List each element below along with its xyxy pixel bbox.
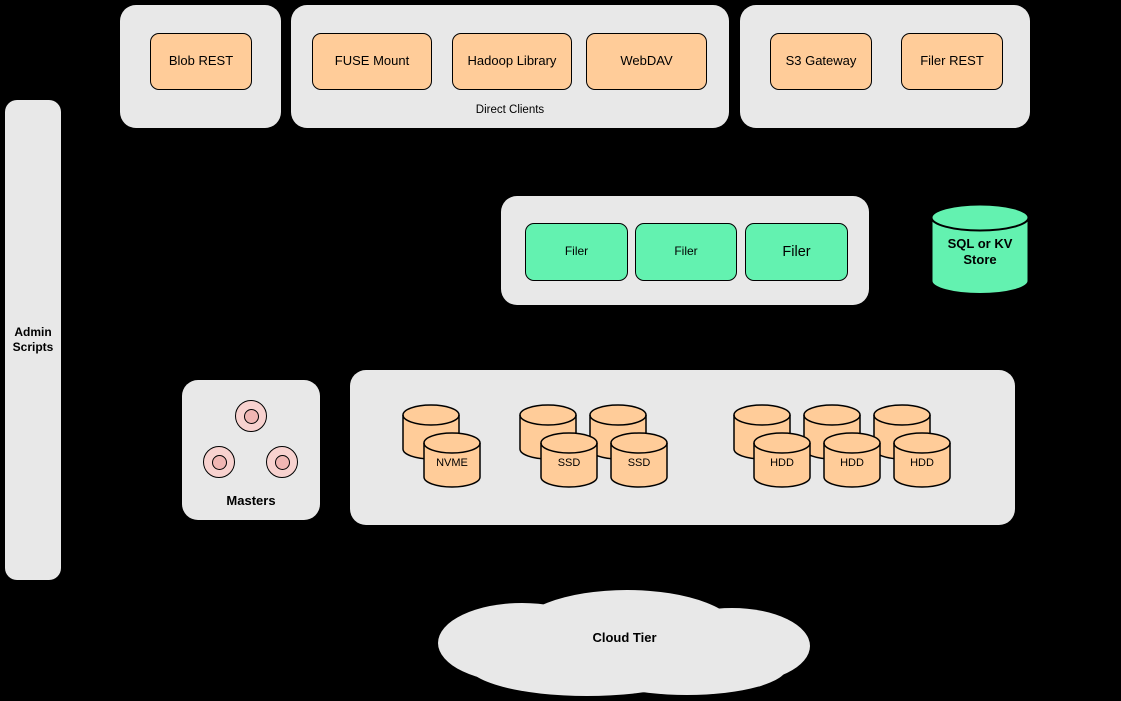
- hdd-disk-3-label: HDD: [910, 457, 934, 469]
- nvme-disk-label: NVME: [436, 457, 468, 469]
- direct-clients-caption: Direct Clients: [475, 104, 545, 116]
- cloud-tier: Cloud Tier: [437, 588, 812, 698]
- node-filer-rest-label: Filer REST: [920, 53, 984, 69]
- ssd-disk-1-label: SSD: [557, 457, 581, 469]
- cloud-tier-label: Cloud Tier: [592, 630, 657, 645]
- master-node-1: [235, 400, 267, 432]
- hdd-disk-3: HDD: [893, 432, 951, 488]
- filer-group-panel: Filer Filer Filer: [501, 196, 869, 305]
- hdd-disk-2: HDD: [823, 432, 881, 488]
- node-filer-3-label: Filer: [782, 243, 811, 260]
- node-webdav-label: WebDAV: [620, 53, 673, 69]
- node-filer-rest: Filer REST: [901, 33, 1003, 90]
- node-filer-2-label: Filer: [674, 244, 698, 259]
- node-hadoop-library-label: Hadoop Library: [467, 53, 557, 69]
- node-s3-gateway: S3 Gateway: [770, 33, 872, 90]
- node-s3-gateway-label: S3 Gateway: [785, 53, 857, 69]
- ssd-disk-2-label: SSD: [627, 457, 651, 469]
- direct-clients-panel: FUSE Mount Hadoop Library WebDAV Direct …: [291, 5, 729, 128]
- node-filer-1-label: Filer: [564, 244, 589, 259]
- blob-rest-group-panel: Blob REST: [120, 5, 281, 128]
- volume-servers-panel: NVME SSD SSD HDD: [350, 370, 1015, 525]
- gateway-panel: S3 Gateway Filer REST: [740, 5, 1030, 128]
- node-filer-1: Filer: [525, 223, 628, 281]
- master-node-3: [266, 446, 298, 478]
- cloud-shape-icon: [438, 590, 810, 696]
- nvme-disk: NVME: [423, 432, 481, 488]
- sql-kv-store-label: SQL or KV Store: [947, 236, 1013, 267]
- node-fuse-mount: FUSE Mount: [312, 33, 432, 90]
- hdd-disk-1-label: HDD: [770, 457, 794, 469]
- node-fuse-mount-label: FUSE Mount: [334, 53, 410, 69]
- masters-label: Masters: [226, 493, 276, 508]
- node-blob-rest: Blob REST: [150, 33, 252, 90]
- node-hadoop-library: Hadoop Library: [452, 33, 572, 90]
- admin-scripts-panel: Admin Scripts: [5, 100, 61, 580]
- ssd-disk-2: SSD: [610, 432, 668, 488]
- master-node-2: [203, 446, 235, 478]
- node-filer-3: Filer: [745, 223, 848, 281]
- masters-panel: Masters: [182, 380, 320, 520]
- hdd-disk-2-label: HDD: [840, 457, 864, 469]
- ssd-disk-1: SSD: [540, 432, 598, 488]
- node-webdav: WebDAV: [586, 33, 707, 90]
- admin-scripts-label: Admin Scripts: [12, 325, 54, 354]
- sql-kv-store-cylinder: SQL or KV Store: [930, 203, 1030, 296]
- node-blob-rest-label: Blob REST: [168, 53, 234, 69]
- node-filer-2: Filer: [635, 223, 737, 281]
- hdd-disk-1: HDD: [753, 432, 811, 488]
